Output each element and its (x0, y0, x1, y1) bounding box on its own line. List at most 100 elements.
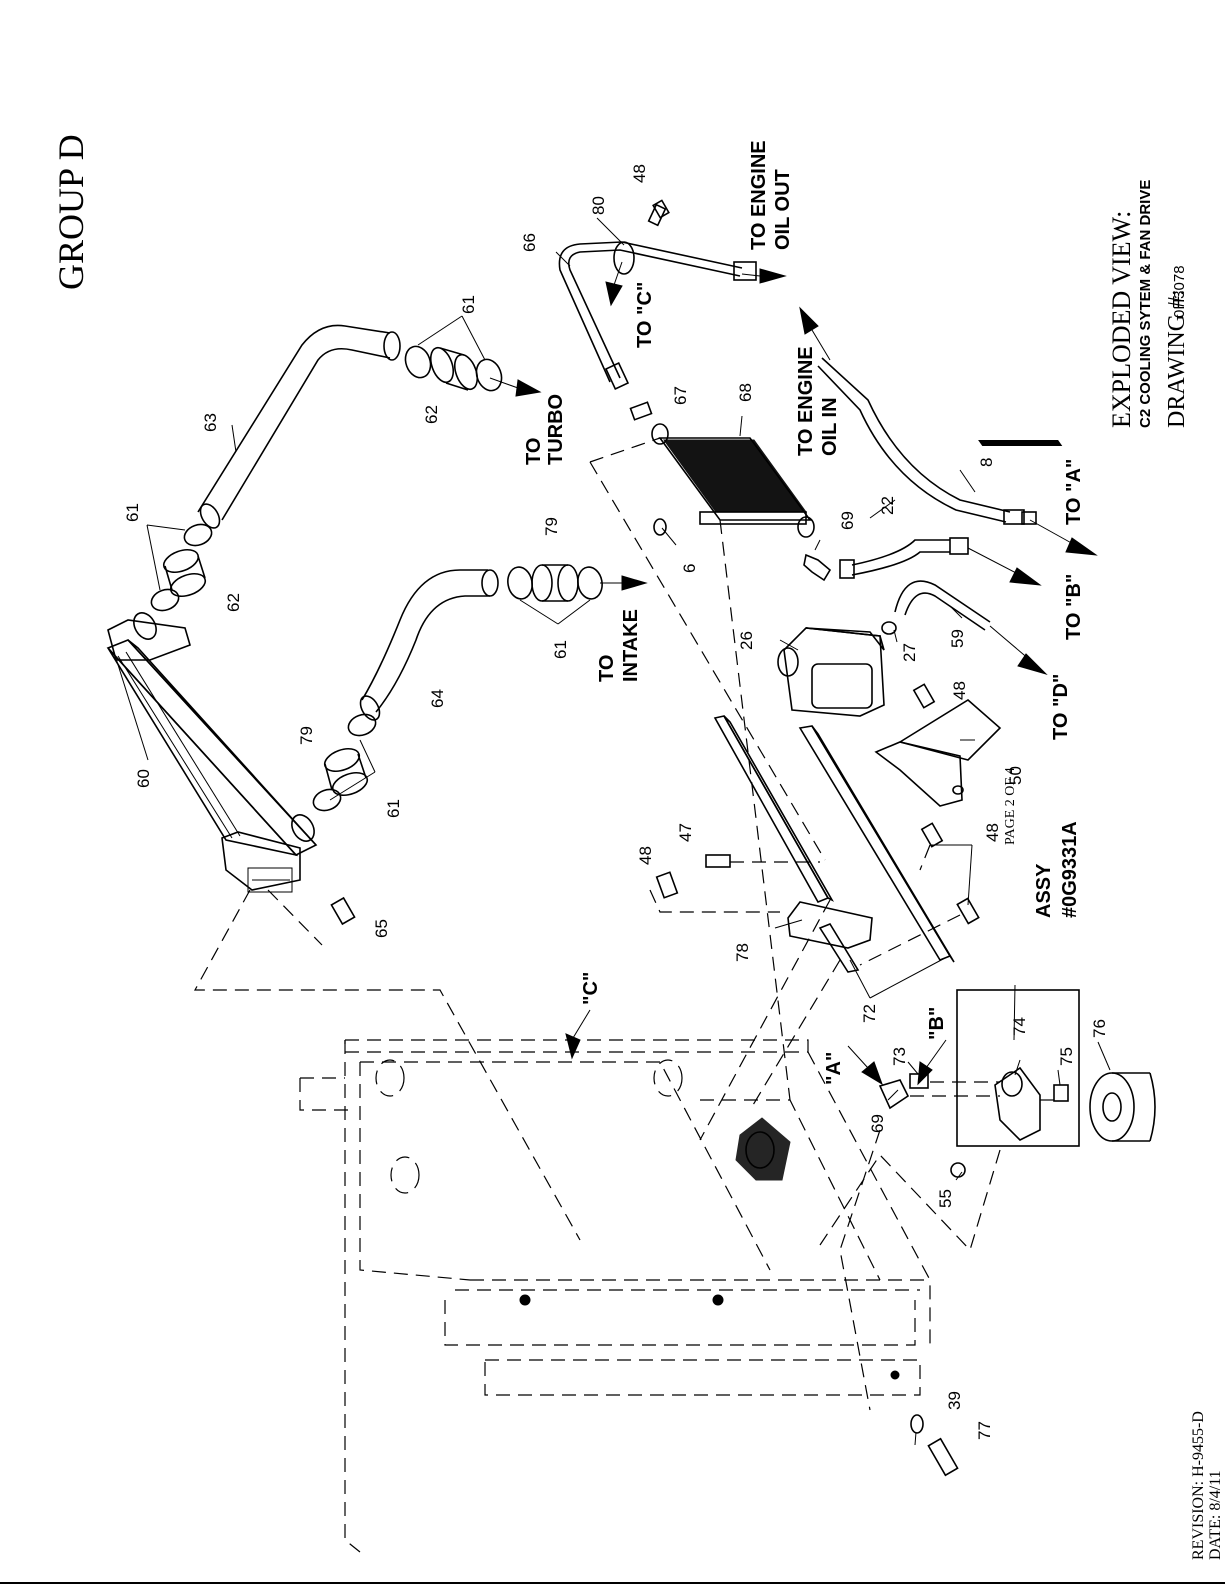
label-to-b: TO "B" (1063, 574, 1085, 640)
bolt-48-mid (655, 871, 679, 899)
assembly-lines (193, 437, 1060, 1411)
clamp-27 (881, 621, 897, 635)
bolt-47 (705, 854, 731, 868)
elbow-69-top (803, 553, 832, 582)
callout-61-top: 61 (459, 295, 478, 314)
callout-64: 64 (428, 689, 447, 708)
callout-75: 75 (1057, 1047, 1076, 1066)
label-to-intake-2: INTAKE (620, 609, 642, 682)
label-to-engine-oil-in-1: TO ENGINE (795, 346, 817, 456)
coupler-62-top (429, 346, 479, 391)
drawing-title-block: EXPLODED VIEW: C2 COOLING SYTEM & FAN DR… (1107, 180, 1190, 428)
fitting-67 (629, 401, 653, 421)
nut-55 (950, 1162, 966, 1178)
label-mark-a: "A" (823, 1052, 845, 1085)
label-to-engine-oil-in-2: OIL IN (819, 397, 841, 456)
group-title: GROUP D (51, 134, 91, 290)
callout-50: 50 (1006, 766, 1025, 785)
callout-74: 74 (1010, 1017, 1029, 1036)
rail-lower (798, 725, 955, 963)
callout-59: 59 (948, 629, 967, 648)
callout-79-lower: 79 (297, 726, 316, 745)
label-to-turbo-1: TO (523, 438, 545, 465)
bolt-48-lower-b (956, 897, 980, 925)
hose-63 (197, 324, 401, 529)
callout-61-intake: 61 (551, 640, 570, 659)
callout-60: 60 (134, 769, 153, 788)
callout-72: 72 (860, 1004, 879, 1023)
washer-39 (910, 1414, 924, 1434)
label-to-engine-oil-out-1: TO ENGINE (748, 140, 770, 250)
bolt-48-top (652, 199, 670, 219)
clamps-61-lower (312, 713, 377, 812)
bracket-78 (787, 901, 873, 973)
bracket-50 (874, 699, 1002, 807)
label-to-c: TO "C" (634, 282, 656, 348)
callout-26: 26 (737, 631, 756, 650)
nut-6 (653, 518, 667, 536)
callout-27: 27 (900, 643, 919, 662)
label-to-turbo-2: TURBO (545, 394, 567, 465)
callout-55: 55 (936, 1189, 955, 1208)
filter-76 (1089, 1072, 1156, 1142)
label-to-intake-1: TO (596, 655, 618, 682)
callout-68: 68 (736, 383, 755, 402)
charge-air-cooler-60 (106, 612, 318, 893)
view-subheading: C2 COOLING SYTEM & FAN DRIVE (1137, 180, 1154, 428)
callout-62-top: 62 (422, 405, 441, 424)
page-number: PAGE 2 OF 4 (1003, 767, 1018, 845)
callout-78: 78 (733, 943, 752, 962)
reservoir-26 (777, 627, 885, 717)
clamp-61-left-pair (150, 523, 213, 612)
callout-48-top: 48 (630, 164, 649, 183)
flow-arrows (489, 261, 1098, 1086)
oil-line-8 (817, 357, 1037, 525)
oil-line-22 (839, 537, 969, 579)
bolt-77 (927, 1437, 959, 1477)
filter-head-74 (994, 1066, 1041, 1141)
callout-67: 67 (671, 386, 690, 405)
callout-8: 8 (977, 458, 996, 467)
callout-61-upper-left: 61 (123, 503, 142, 522)
label-to-d: TO "D" (1050, 674, 1072, 740)
callout-6: 6 (680, 564, 699, 573)
callout-80: 80 (589, 196, 608, 215)
callout-73: 73 (890, 1047, 909, 1066)
assy-line-1: ASSY (1033, 863, 1055, 918)
revision-line: REVISION: H-9455-D (1190, 1411, 1207, 1560)
callout-62-left: 62 (224, 593, 243, 612)
bolt-48-lower-a (920, 822, 944, 848)
radiator-frame (299, 1039, 931, 1553)
callout-76: 76 (1090, 1019, 1109, 1038)
drawing-number-label: DRAWING #: (1164, 289, 1190, 428)
callout-22: 22 (878, 496, 897, 515)
callout-69-bottom: 69 (868, 1114, 887, 1133)
assy-line-2: #0G9331A (1059, 821, 1081, 918)
nipple-75 (1053, 1084, 1069, 1102)
label-mark-c: "C" (580, 972, 602, 1005)
clamps-61-intake (507, 564, 603, 602)
elbow-69-bottom (878, 1079, 910, 1110)
hose-59 (894, 580, 991, 631)
drawing-number: 0H3078 (1171, 265, 1188, 318)
callout-65: 65 (372, 919, 391, 938)
callout-66: 66 (520, 233, 539, 252)
hose-64 (359, 569, 499, 721)
date-line: DATE: 8/4/11 (1207, 1470, 1224, 1560)
callout-39: 39 (945, 1391, 964, 1410)
assy-box (956, 989, 1080, 1147)
callout-numbers: 6 8 22 26 27 39 47 48 48 48 48 50 55 59 … (123, 164, 1109, 1440)
label-mark-b: "B" (926, 1007, 948, 1040)
rail-upper (713, 715, 835, 904)
callout-77: 77 (975, 1421, 994, 1440)
callout-48-mid: 48 (636, 846, 655, 865)
callout-48-right: 48 (950, 681, 969, 700)
fan-drive-motor (735, 1117, 791, 1181)
bolt-48-right (912, 683, 936, 709)
callout-48-lower: 48 (983, 823, 1002, 842)
oil-line-66 (558, 241, 757, 390)
view-heading: EXPLODED VIEW: (1107, 211, 1136, 428)
callout-79-intake: 79 (542, 517, 561, 536)
leaders (113, 217, 1111, 1446)
